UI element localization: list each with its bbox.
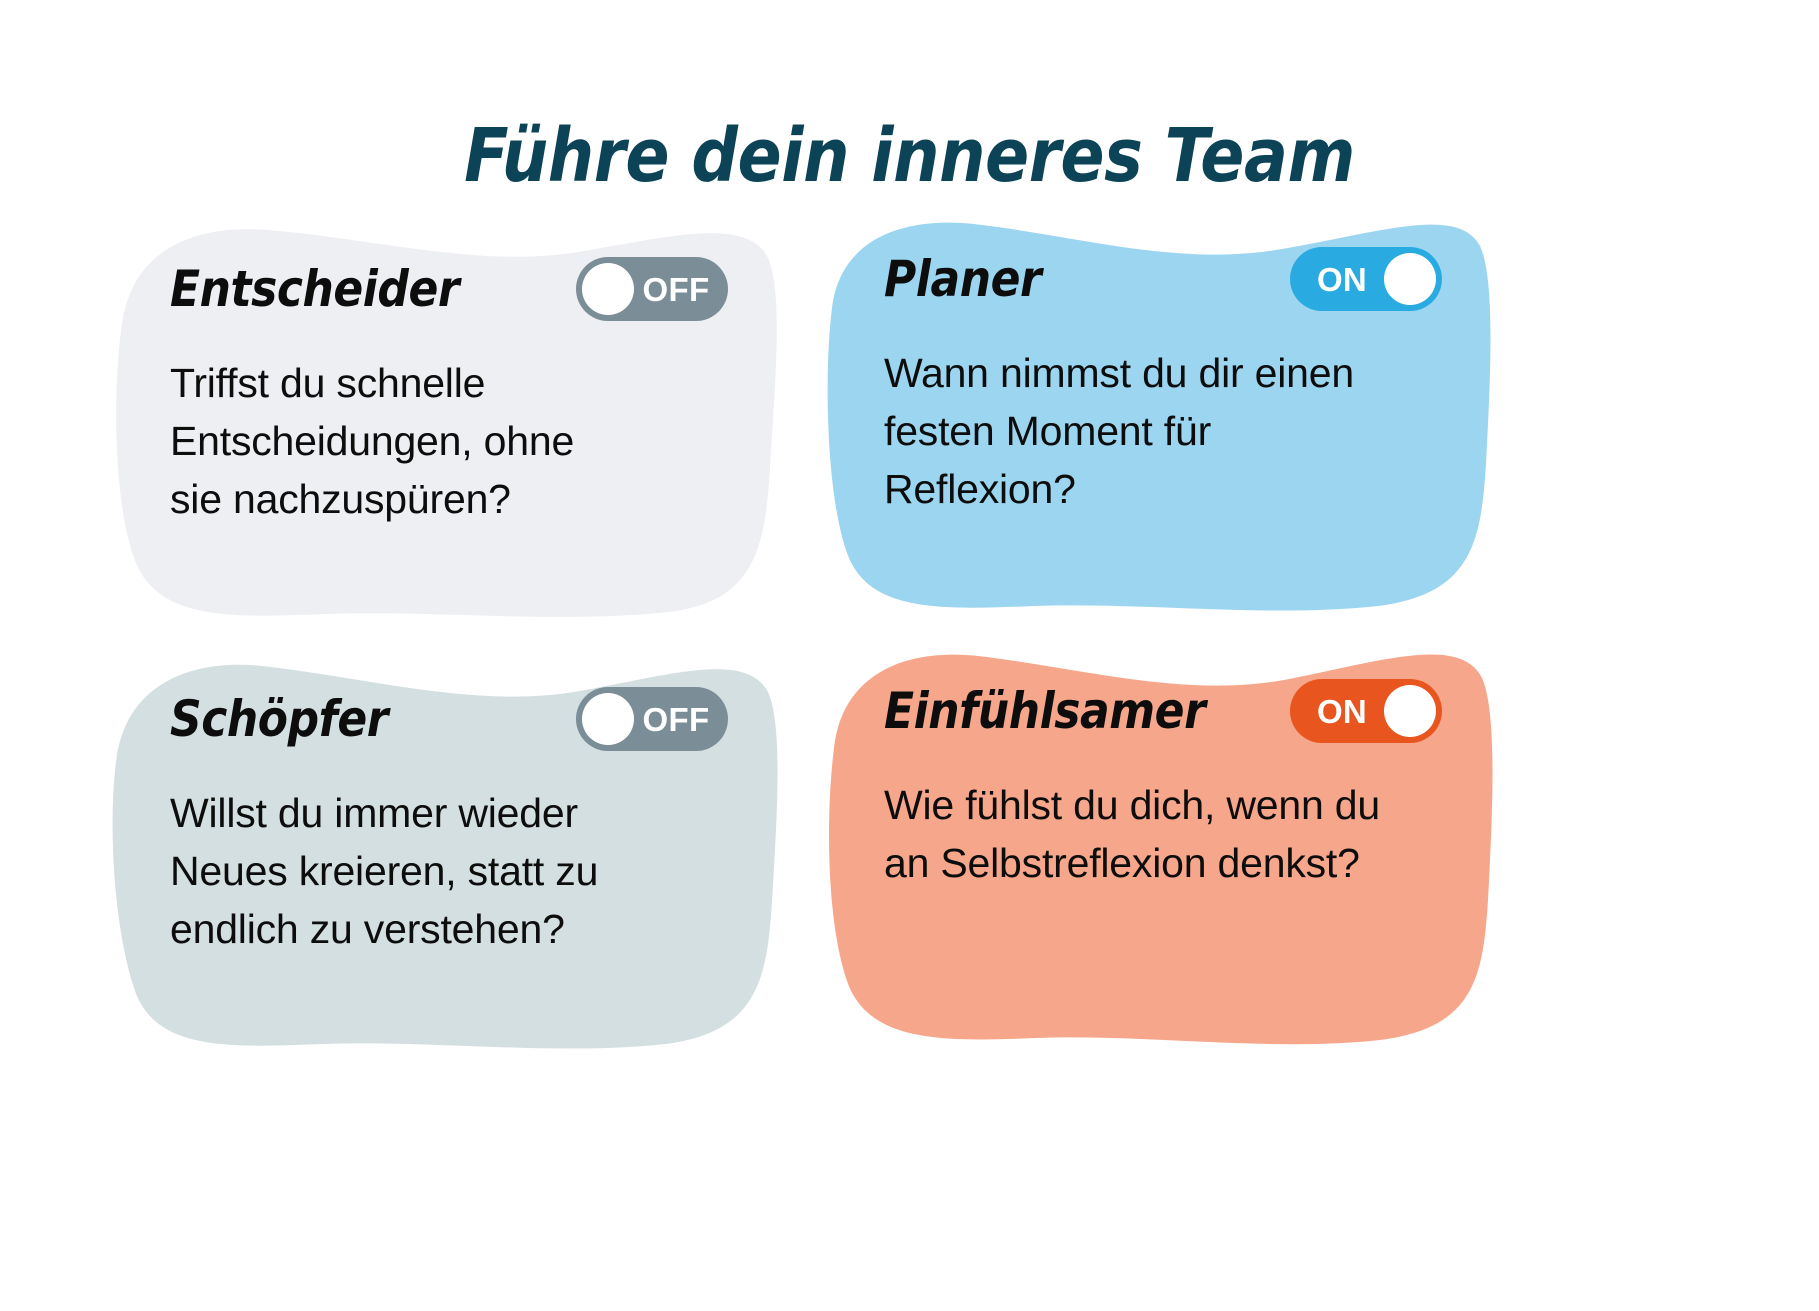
page-title: Führe dein inneres Team: [464, 112, 1355, 199]
card-blob-shape: [112, 664, 778, 1049]
card-title-schoepfer: Schöpfer: [170, 690, 388, 748]
toggle-einfuehlsamer[interactable]: ON: [1290, 679, 1442, 743]
card-planer[interactable]: Planer ON Wann nimmst du dir einen feste…: [822, 196, 1494, 616]
card-blob-shape: [116, 229, 777, 617]
card-header: Planer ON: [884, 236, 1442, 322]
toggle-knob-icon: [582, 263, 634, 315]
toggle-entscheider[interactable]: OFF: [576, 257, 728, 321]
card-schoepfer[interactable]: Schöpfer OFF Willst du immer wieder Neue…: [108, 636, 780, 1056]
card-question-entscheider: Triffst du schnelle Entscheidungen, ohne…: [170, 360, 575, 523]
card-title-entscheider: Entscheider: [170, 260, 460, 318]
card-title-planer: Planer: [884, 250, 1042, 308]
toggle-state-label: OFF: [642, 700, 710, 738]
toggle-state-label: OFF: [642, 270, 710, 308]
card-title-einfuehlsamer: Einfühlsamer: [884, 682, 1206, 740]
blob-path-planer: [827, 222, 1491, 611]
card-content: Entscheider OFF Triffst du schnelle Ents…: [108, 206, 780, 626]
card-header: Einfühlsamer ON: [884, 668, 1442, 754]
card-blob-shape: [827, 222, 1491, 611]
blob-path-einfuehlsamer: [829, 654, 1493, 1045]
toggle-knob-icon: [582, 693, 634, 745]
card-question-planer: Wann nimmst du dir einen festen Moment f…: [884, 350, 1354, 513]
card-content: Einfühlsamer ON Wie fühlst du dich, wenn…: [822, 628, 1494, 1048]
card-question-schoepfer: Willst du immer wieder Neues kreieren, s…: [170, 790, 599, 953]
card-header: Schöpfer OFF: [170, 676, 728, 762]
toggle-state-label: ON: [1316, 692, 1368, 730]
toggle-knob-icon: [1384, 685, 1436, 737]
card-content: Planer ON Wann nimmst du dir einen feste…: [822, 196, 1494, 616]
card-question-einfuehlsamer: Wie fühlst du dich, wenn du an Selbstref…: [884, 782, 1380, 887]
card-entscheider[interactable]: Entscheider OFF Triffst du schnelle Ents…: [108, 206, 780, 626]
toggle-schoepfer[interactable]: OFF: [576, 687, 728, 751]
card-blob-shape: [829, 654, 1493, 1045]
blob-path-schoepfer: [112, 664, 778, 1049]
card-header: Entscheider OFF: [170, 246, 728, 332]
toggle-planer[interactable]: ON: [1290, 247, 1442, 311]
toggle-knob-icon: [1384, 253, 1436, 305]
card-content: Schöpfer OFF Willst du immer wieder Neue…: [108, 636, 780, 1056]
blob-path-entscheider: [116, 229, 777, 617]
toggle-state-label: ON: [1316, 260, 1368, 298]
card-einfuehlsamer[interactable]: Einfühlsamer ON Wie fühlst du dich, wenn…: [822, 628, 1494, 1048]
